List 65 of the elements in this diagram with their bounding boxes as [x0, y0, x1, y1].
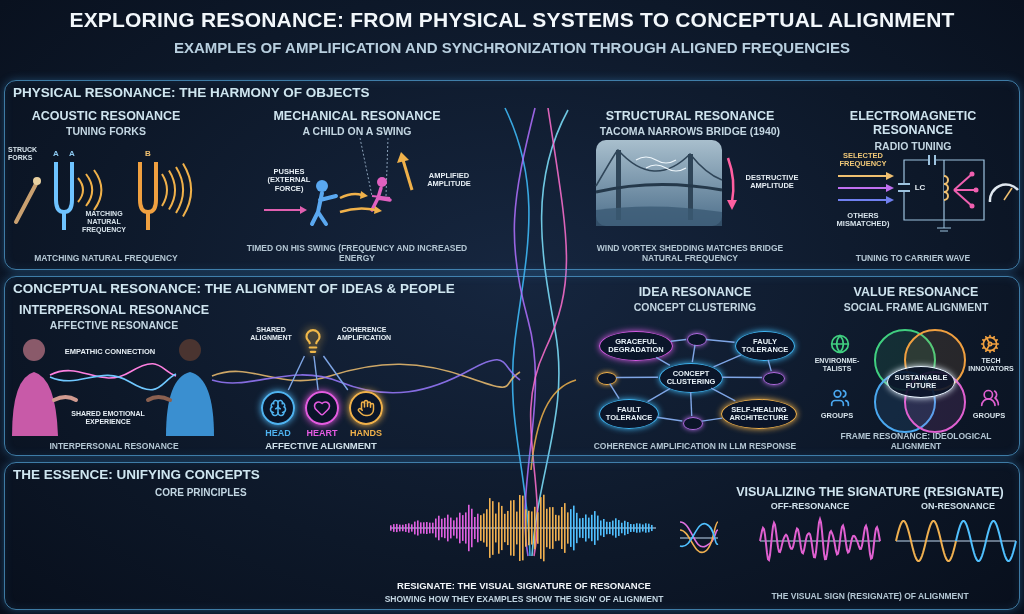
empty-bubble [597, 372, 617, 385]
connector-line [655, 356, 671, 366]
connector-line [701, 417, 723, 422]
section-subheading: AFFECTIVE RESONANCE [49, 319, 179, 332]
annotation-label: AFFECTIVE ALIGNMENT [264, 441, 378, 452]
connector-line [691, 344, 696, 363]
empty-bubble [687, 333, 707, 346]
section-heading: IDEA RESONANCE [638, 285, 752, 300]
section-subheading: SOCIAL FRAME ALIGNMENT [843, 301, 989, 314]
icon-caption: HEAD [265, 428, 291, 438]
section-heading: ACOUSTIC RESONANCE [31, 109, 181, 124]
section-subheading: TACOMA NARROWS BRIDGE (1940) [599, 125, 781, 138]
annotation-label: LC [913, 184, 927, 193]
section-caption: MATCHING NATURAL FREQUENCY [34, 254, 178, 264]
connector-line [710, 387, 736, 402]
connector-line [705, 338, 736, 343]
panel-heading: THE ESSENCE: UNIFYING CONCEPTS [13, 467, 260, 482]
section-panel [4, 276, 1020, 456]
connector-line [313, 355, 319, 391]
empty-bubble [763, 372, 785, 385]
section-subheading: TUNING FORKS [66, 125, 146, 138]
section-heading: ELECTROMAGNETIC RESONANCE [848, 109, 978, 138]
panel-heading: PHYSICAL RESONANCE: THE HARMONY OF OBJECTS [13, 85, 370, 100]
panel-heading: CONCEPTUAL RESONANCE: THE ALIGNMENT OF IDEAS & PEOPLE [13, 281, 455, 296]
connector-line [767, 359, 772, 372]
section-subheading: A CHILD ON A SWING [302, 125, 412, 138]
connector-line [322, 355, 349, 391]
connector-line [656, 416, 683, 422]
annotation-label: OFF-RESONANCE [769, 501, 851, 512]
connector-line [670, 338, 687, 342]
connector-line [712, 354, 742, 368]
section-heading: STRUCTURAL RESONANCE [605, 109, 775, 124]
section-caption: THE VISUAL SIGN (RESIGNATE) OF ALIGNMENT [771, 592, 969, 602]
connector-line [646, 387, 671, 403]
section-caption: FRAME RESONANCE: IDEOLOGICAL ALIGNMENT [839, 432, 993, 452]
section-heading: INTERPERSONAL RESONANCE [18, 303, 210, 318]
connector-line [287, 355, 306, 391]
section-caption: INTERPERSONAL RESONANCE [49, 442, 179, 452]
section-heading: VISUALIZING THE SIGNATURE (RESIGNATE) [736, 485, 1004, 500]
connector-line [615, 376, 659, 379]
annotation-label: A [68, 150, 76, 159]
section-subheading: CONCEPT CLUSTERING [633, 301, 757, 314]
connector-line [609, 382, 620, 400]
annotation-label: B [144, 150, 152, 159]
section-caption: TUNING TO CARRIER WAVE [855, 254, 971, 264]
diagram-title: EXPLORING RESONANCE: FROM PHYSICAL SYSTEMS TO CONCEPTUAL ALIGNMENT [68, 8, 956, 32]
connector-line [689, 391, 693, 417]
connector-line [721, 376, 763, 379]
section-panel [4, 80, 1020, 270]
annotation-label: EXAMPLES OF AMPLIFICATION AND SYNCHRONIZATION THROUGH ALIGNED FREQUENCIES [172, 40, 852, 57]
panel-subheading: CORE PRINCIPLES [155, 487, 247, 498]
section-heading: MECHANICAL RESONANCE [273, 109, 441, 124]
empty-bubble [683, 417, 703, 430]
section-caption: WIND VORTEX SHEDDING MATCHES BRIDGE NATURAL FREQUENCY [595, 244, 785, 264]
annotation-label: A [52, 150, 60, 159]
section-caption: TIMED ON HIS SWING (FREQUENCY AND INCREASED ENERGY [245, 244, 469, 264]
section-heading: RESIGNATE: THE VISUAL SIGNATURE OF RESONANCE [397, 580, 651, 592]
section-subheading: RADIO TUNING [874, 139, 952, 153]
annotation-label: ON-RESONANCE [920, 501, 996, 512]
icon-caption: HEART [306, 428, 338, 438]
section-caption: COHERENCE AMPLIFICATION IN LLM RESPONSE [593, 442, 797, 452]
icon-caption: HANDS [350, 428, 382, 438]
section-heading: VALUE RESONANCE [853, 285, 979, 300]
section-subheading: SHOWING HOW THEY EXAMPLES SHOW THE SIGN' OF ALIGNMENT [384, 593, 664, 604]
section-panel [4, 462, 1020, 610]
